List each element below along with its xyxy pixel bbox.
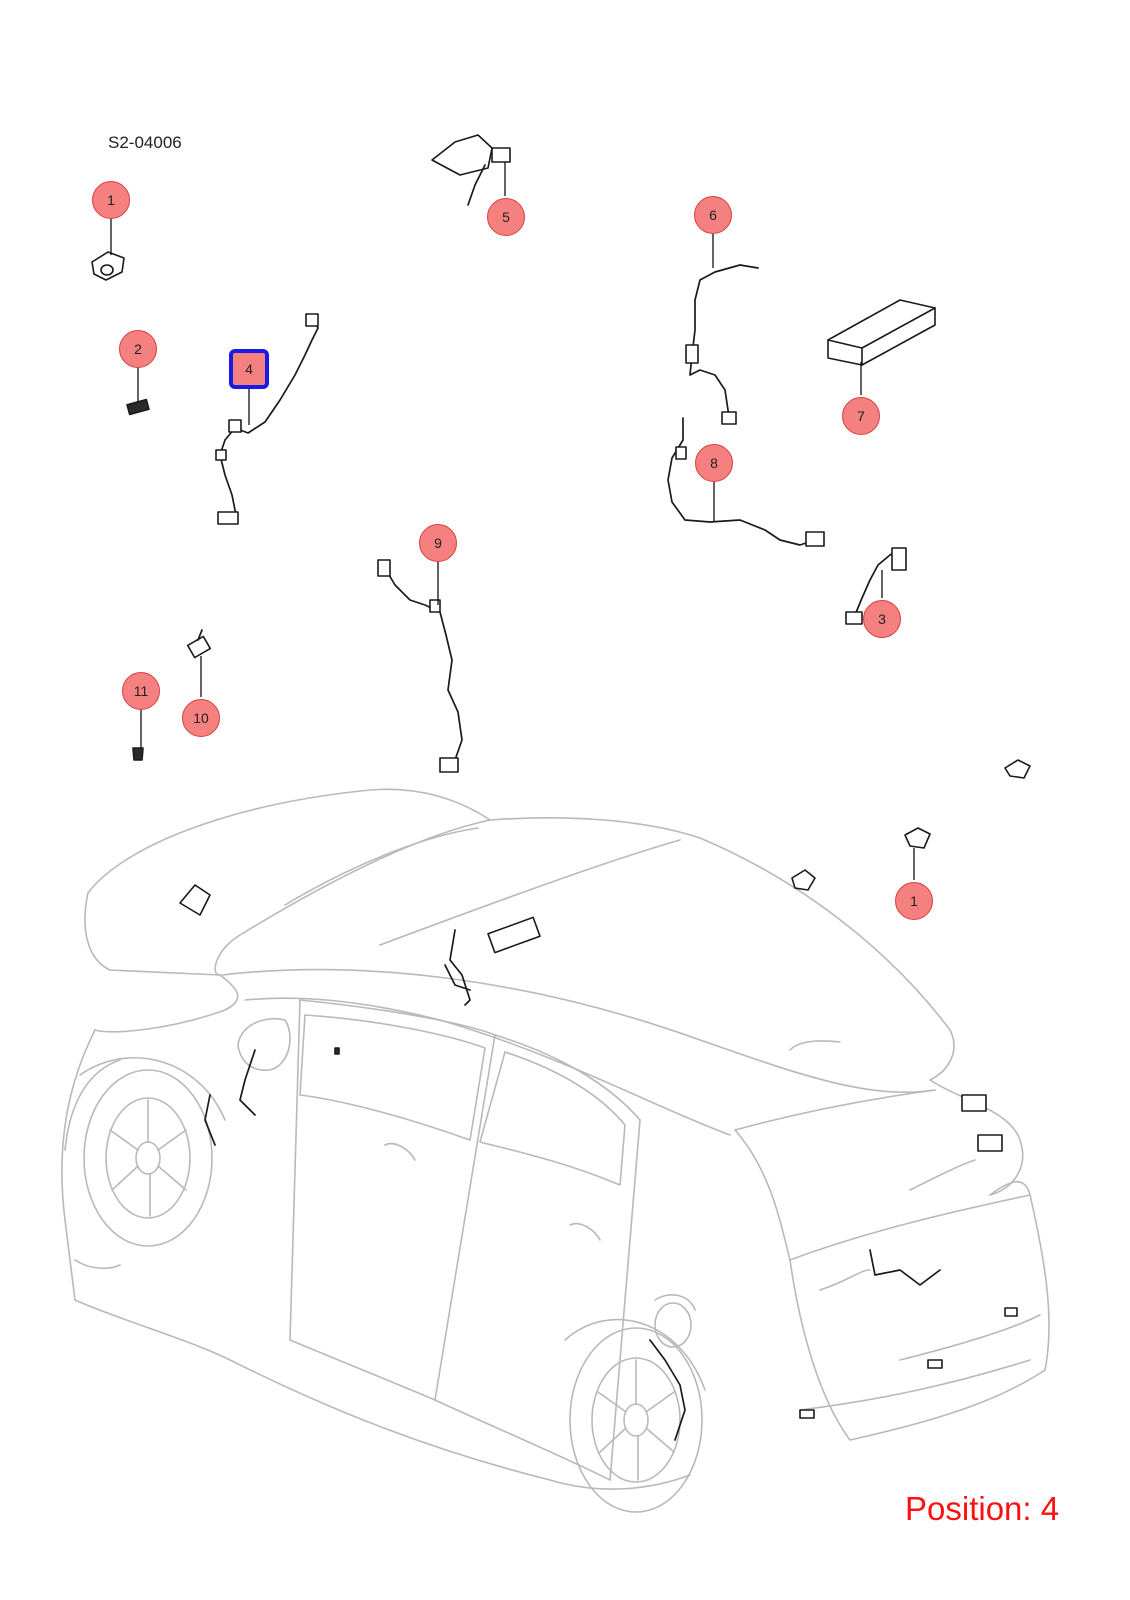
callout-11[interactable]: 11 [122,672,160,710]
callout-1-lower[interactable]: 1 [895,882,933,920]
callout-4-selected[interactable]: 4 [229,349,269,389]
installed-parts [179,759,1031,1441]
part-7-module [827,299,936,366]
callout-7[interactable]: 7 [842,397,880,435]
callout-1[interactable]: 1 [92,181,130,219]
leader-lines [110,162,915,880]
callout-2[interactable]: 2 [119,330,157,368]
part-4-sensor-harness [215,313,319,525]
part-9-sensor-harness [377,559,463,773]
position-label: Position: 4 [905,1490,1060,1527]
part-3-sensor-harness [845,547,907,625]
callout-9[interactable]: 9 [419,524,457,562]
callout-6[interactable]: 6 [694,196,732,234]
part-6-sensor-harness [685,264,759,425]
vehicle-outline [61,788,1050,1513]
part-5-sensor [431,134,511,206]
callout-8[interactable]: 8 [695,444,733,482]
diagram-code: S2-04006 [108,133,182,152]
callout-3[interactable]: 3 [863,600,901,638]
callout-5[interactable]: 5 [487,198,525,236]
part-11-clip [132,747,144,761]
part-8-sensor-harness [667,417,825,547]
part-10-sensor [186,629,212,659]
part-2-sensor [126,398,150,416]
part-1-sensor [91,251,125,281]
callout-10[interactable]: 10 [182,699,220,737]
